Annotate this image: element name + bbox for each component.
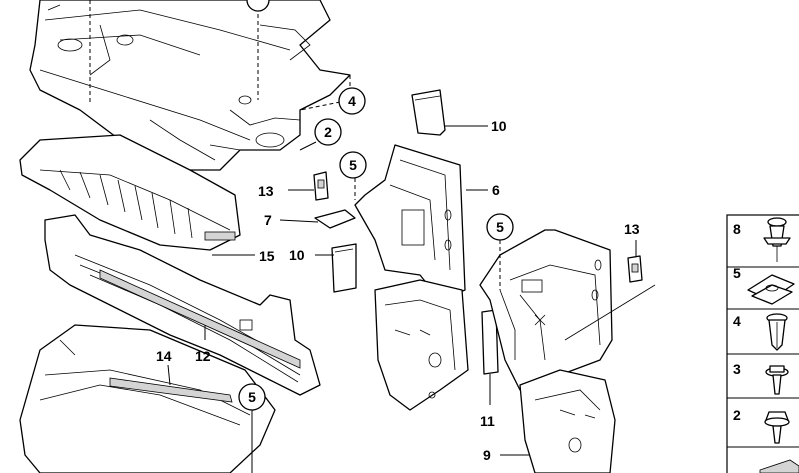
- callout-circle-top: [246, 0, 270, 12]
- leader-line-7: [279, 219, 319, 223]
- callout-circle-2: [314, 118, 342, 146]
- callout-11: 11: [480, 413, 495, 429]
- part-10-bracket-top: [411, 89, 446, 136]
- leader-line-2: [299, 141, 317, 151]
- part-10-bracket-left: [331, 243, 357, 293]
- part-9-side-panel-right: [479, 229, 616, 473]
- leader-line-14: [167, 364, 171, 386]
- callout-10a: 10: [491, 118, 507, 134]
- part-14-lower-tray: [19, 324, 276, 473]
- callout-12: 12: [195, 348, 211, 364]
- callout-circle-5b: [486, 213, 514, 241]
- callout-circle-5a: [339, 151, 367, 179]
- screw-clip-icon: [763, 217, 791, 262]
- part-6-side-panel-left: [354, 144, 469, 411]
- legend-num-4: 4: [733, 313, 741, 329]
- expanding-rivet-icon: [766, 313, 788, 351]
- callout-13b: 13: [624, 221, 640, 237]
- callout-circle-4: [338, 87, 366, 115]
- clip-hole: [317, 179, 325, 189]
- callout-5b: 5: [496, 219, 504, 235]
- flange-screw-icon: [765, 365, 789, 395]
- clip-hole: [631, 263, 639, 273]
- callout-9: 9: [483, 447, 491, 463]
- part-11-foam-strip: [481, 309, 499, 375]
- upper-air-duct-part: [29, 0, 351, 171]
- callout-6: 6: [492, 182, 500, 198]
- fastener-legend: 8 5 4 3 2: [726, 214, 799, 473]
- callout-5a: 5: [349, 157, 357, 173]
- bracket-line: [334, 248, 354, 253]
- bracket-line: [414, 95, 441, 101]
- callout-5c: 5: [248, 389, 256, 405]
- legend-frame: [726, 214, 799, 473]
- callout-15: 15: [259, 248, 275, 264]
- legend-num-5: 5: [733, 265, 741, 281]
- legend-num-3: 3: [733, 361, 741, 377]
- part-12-seal-bracket: [44, 214, 321, 396]
- callout-4: 4: [348, 93, 356, 109]
- callout-circle-5c: [238, 383, 266, 411]
- legend-num-8: 8: [733, 221, 741, 237]
- hex-screw-icon: [764, 411, 790, 444]
- callout-10b: 10: [289, 247, 305, 263]
- part-7-seal-strip: [314, 209, 356, 229]
- callout-13a: 13: [258, 183, 274, 199]
- part-15-air-guide: [19, 134, 241, 251]
- callout-2: 2: [324, 124, 332, 140]
- callout-14: 14: [156, 348, 172, 364]
- callout-7: 7: [264, 212, 272, 228]
- legend-num-2: 2: [733, 407, 741, 423]
- guide-line: [564, 284, 656, 341]
- clip-nut-icon: [747, 274, 795, 305]
